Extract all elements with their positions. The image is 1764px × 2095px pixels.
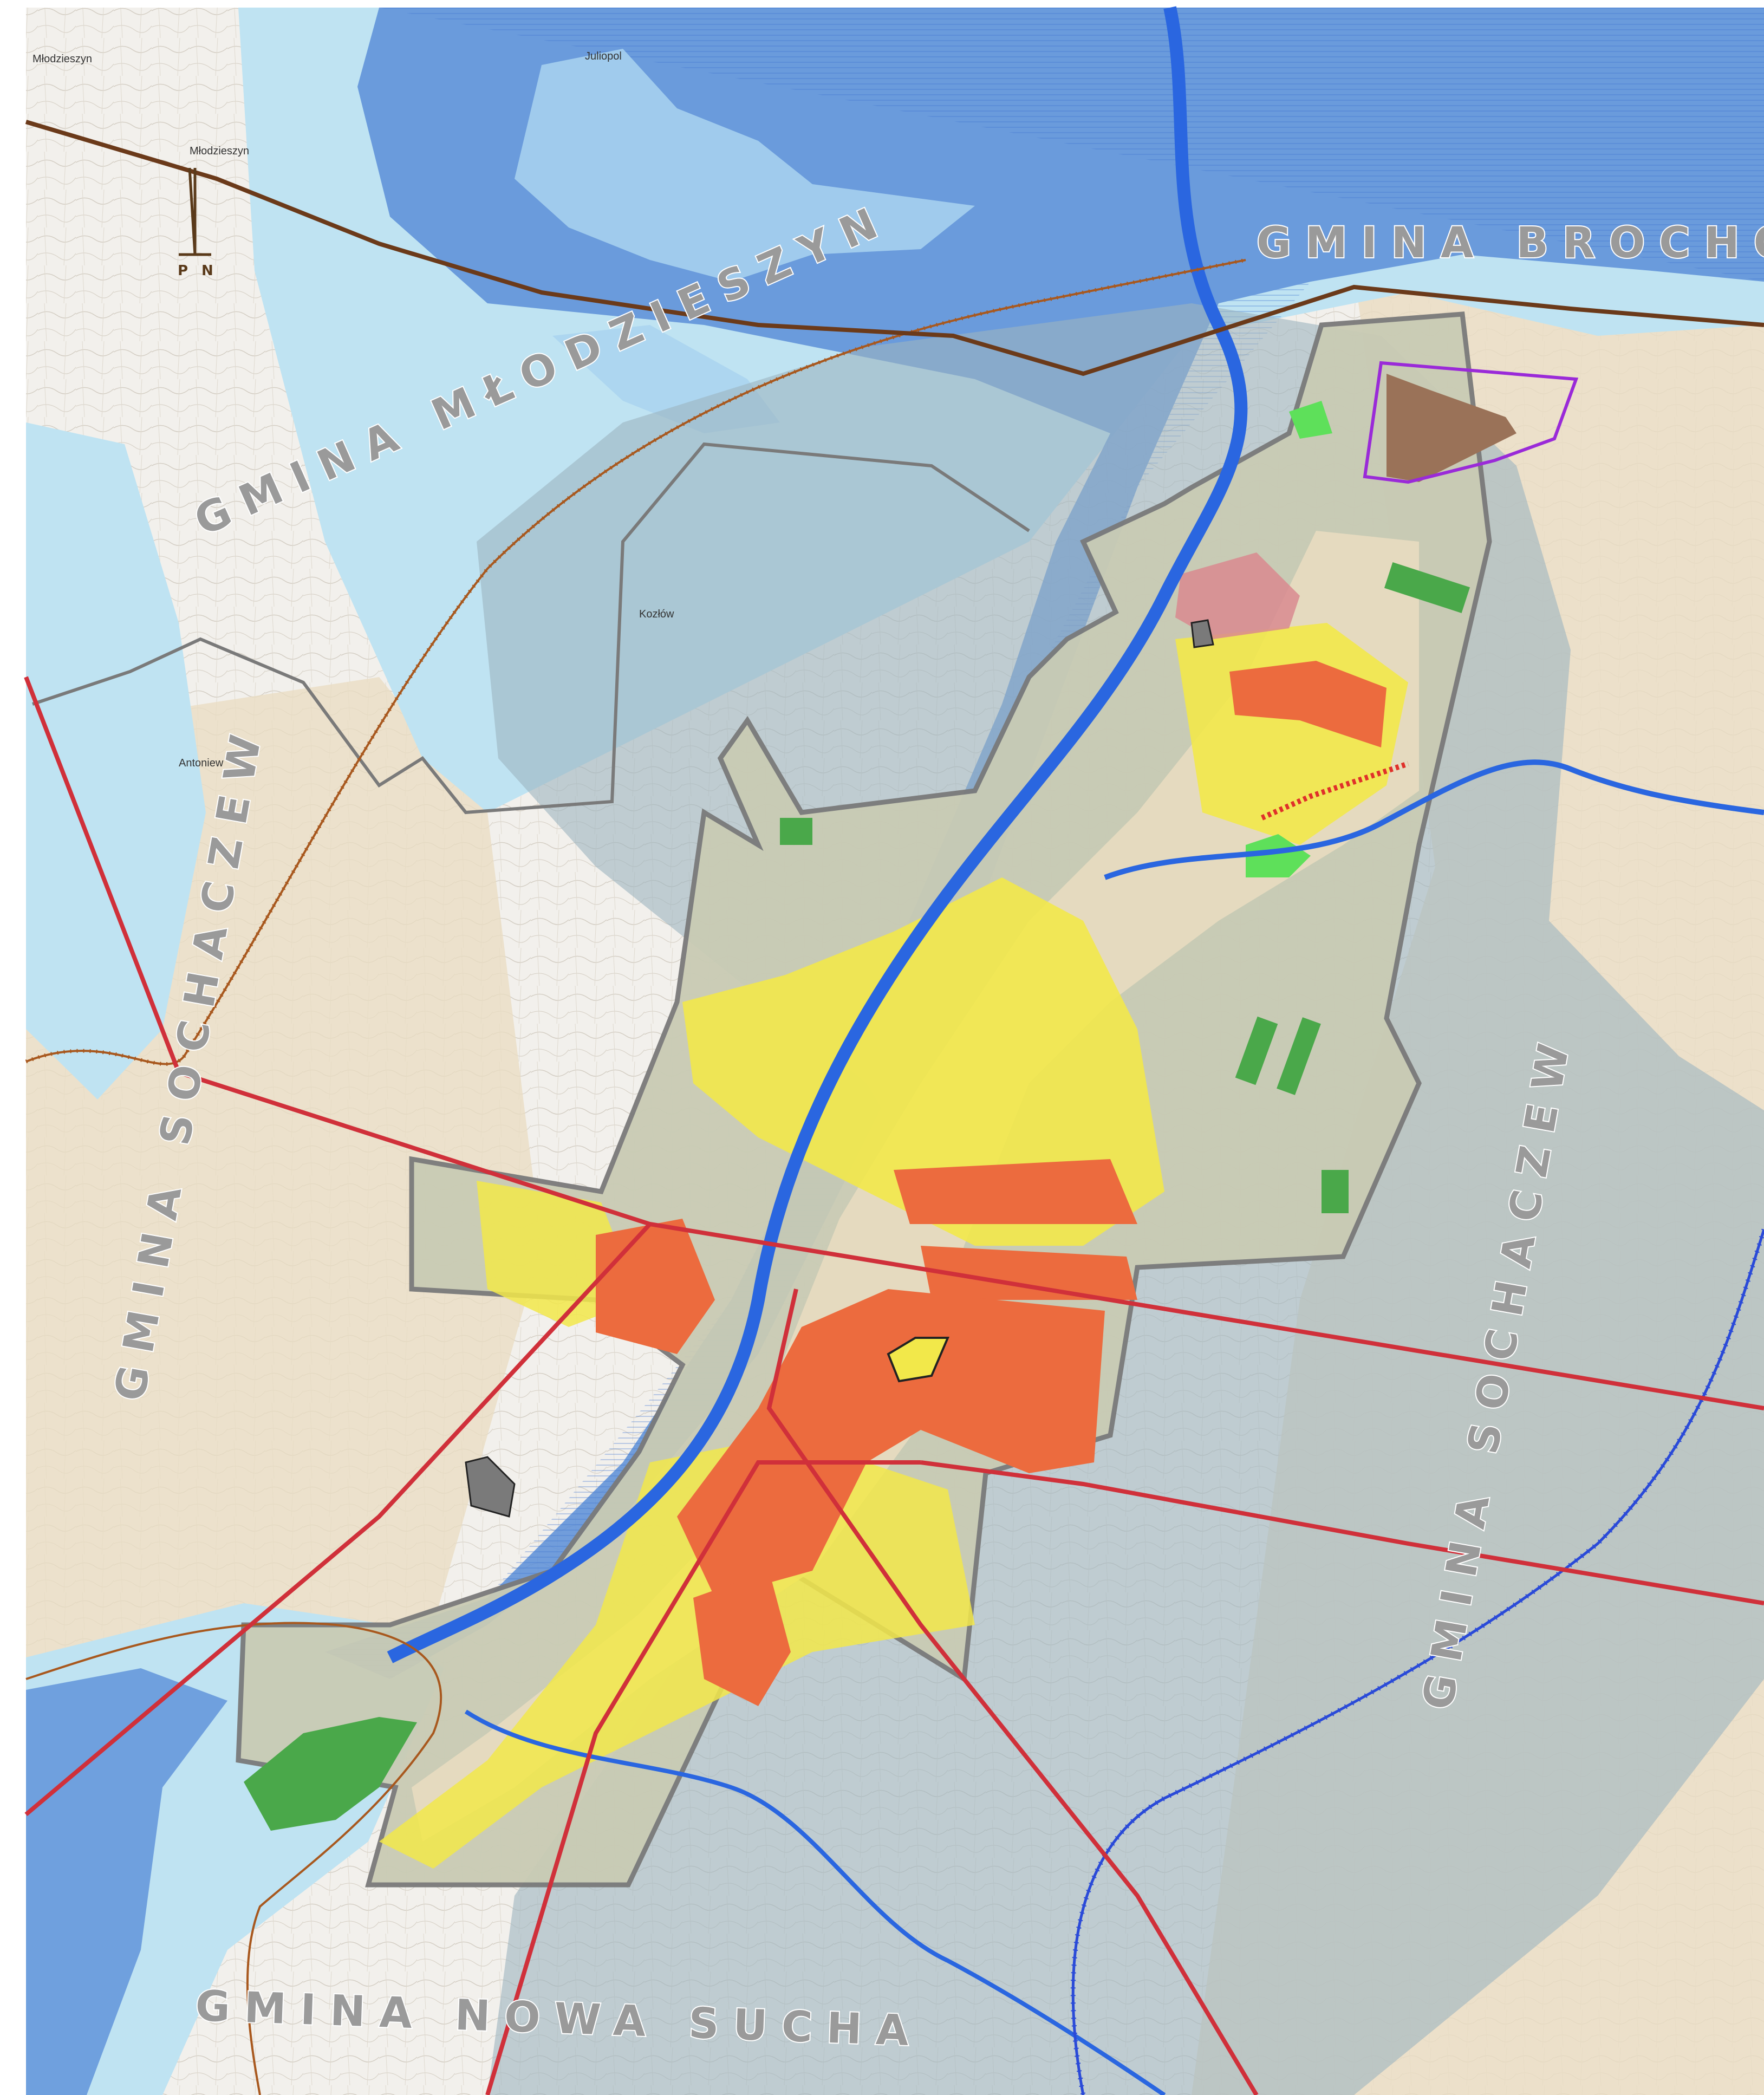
- orange-zone-main: [677, 1289, 1105, 1598]
- top-brown-line: [25, 120, 1764, 376]
- pink-zone-north: [1175, 552, 1300, 639]
- village-label: Młodzieszyn: [32, 53, 92, 65]
- brown-zone-northeast: [1387, 374, 1516, 482]
- road-east: [920, 1460, 1764, 1605]
- grey-plot-north: [1190, 619, 1214, 648]
- lake-north: [515, 49, 975, 282]
- north-arrow-icon: [179, 167, 211, 256]
- southern-river: [464, 1709, 1166, 2095]
- road-southwest: [24, 1222, 652, 1817]
- north-arrow: P N: [178, 167, 213, 279]
- road-south-southwest: [485, 1460, 921, 2095]
- green-zone-southwest: [244, 1717, 417, 1831]
- bzura-river: [1104, 759, 1764, 880]
- vistula-river: [387, 6, 1248, 1663]
- village-label: Antoniew: [179, 757, 224, 769]
- floodplain-light-west: [26, 422, 206, 1099]
- hatched-plot-centre: [887, 1337, 950, 1383]
- orange-zone-strip-1: [894, 1159, 1137, 1224]
- hatched-pipeline-brown-south: [25, 1622, 442, 2095]
- municipality-border: [32, 442, 1030, 815]
- gmina-label-brochow: GMINA BROCHÓW: [1257, 218, 1764, 268]
- village-label: Juliopol: [585, 50, 622, 62]
- north-arrow-letter-left: P: [178, 263, 188, 279]
- green-zone-west: [780, 818, 812, 845]
- green-bright-river: [1246, 834, 1311, 877]
- purple-outline-northeast: [1363, 361, 1579, 484]
- green-zone-east-3: [1322, 1170, 1349, 1213]
- orange-zone-south: [693, 1571, 791, 1706]
- village-label: Kozłów: [639, 608, 674, 620]
- road-national-east-west: [178, 1070, 1764, 1410]
- orange-zone-strip-2: [921, 1246, 1137, 1300]
- hatched-line-blue: [1071, 1229, 1764, 2095]
- green-zone-east-2: [1277, 1017, 1321, 1095]
- floodplain-dark-southwest: [26, 1668, 227, 2095]
- green-bright-north: [1289, 401, 1332, 439]
- road-north-red-dashed: [1260, 761, 1409, 821]
- orange-zone-north: [1229, 661, 1387, 747]
- green-zone-east-1: [1235, 1016, 1278, 1085]
- village-label: Młodzieszyn: [190, 145, 249, 157]
- north-arrow-letter-right: N: [201, 263, 213, 279]
- green-zone-north: [1384, 562, 1470, 613]
- road-west-north-south: [24, 676, 181, 1073]
- road-central-south: [766, 1289, 1259, 2095]
- grey-plot-west: [465, 1456, 516, 1518]
- map-margin: [0, 0, 26, 2095]
